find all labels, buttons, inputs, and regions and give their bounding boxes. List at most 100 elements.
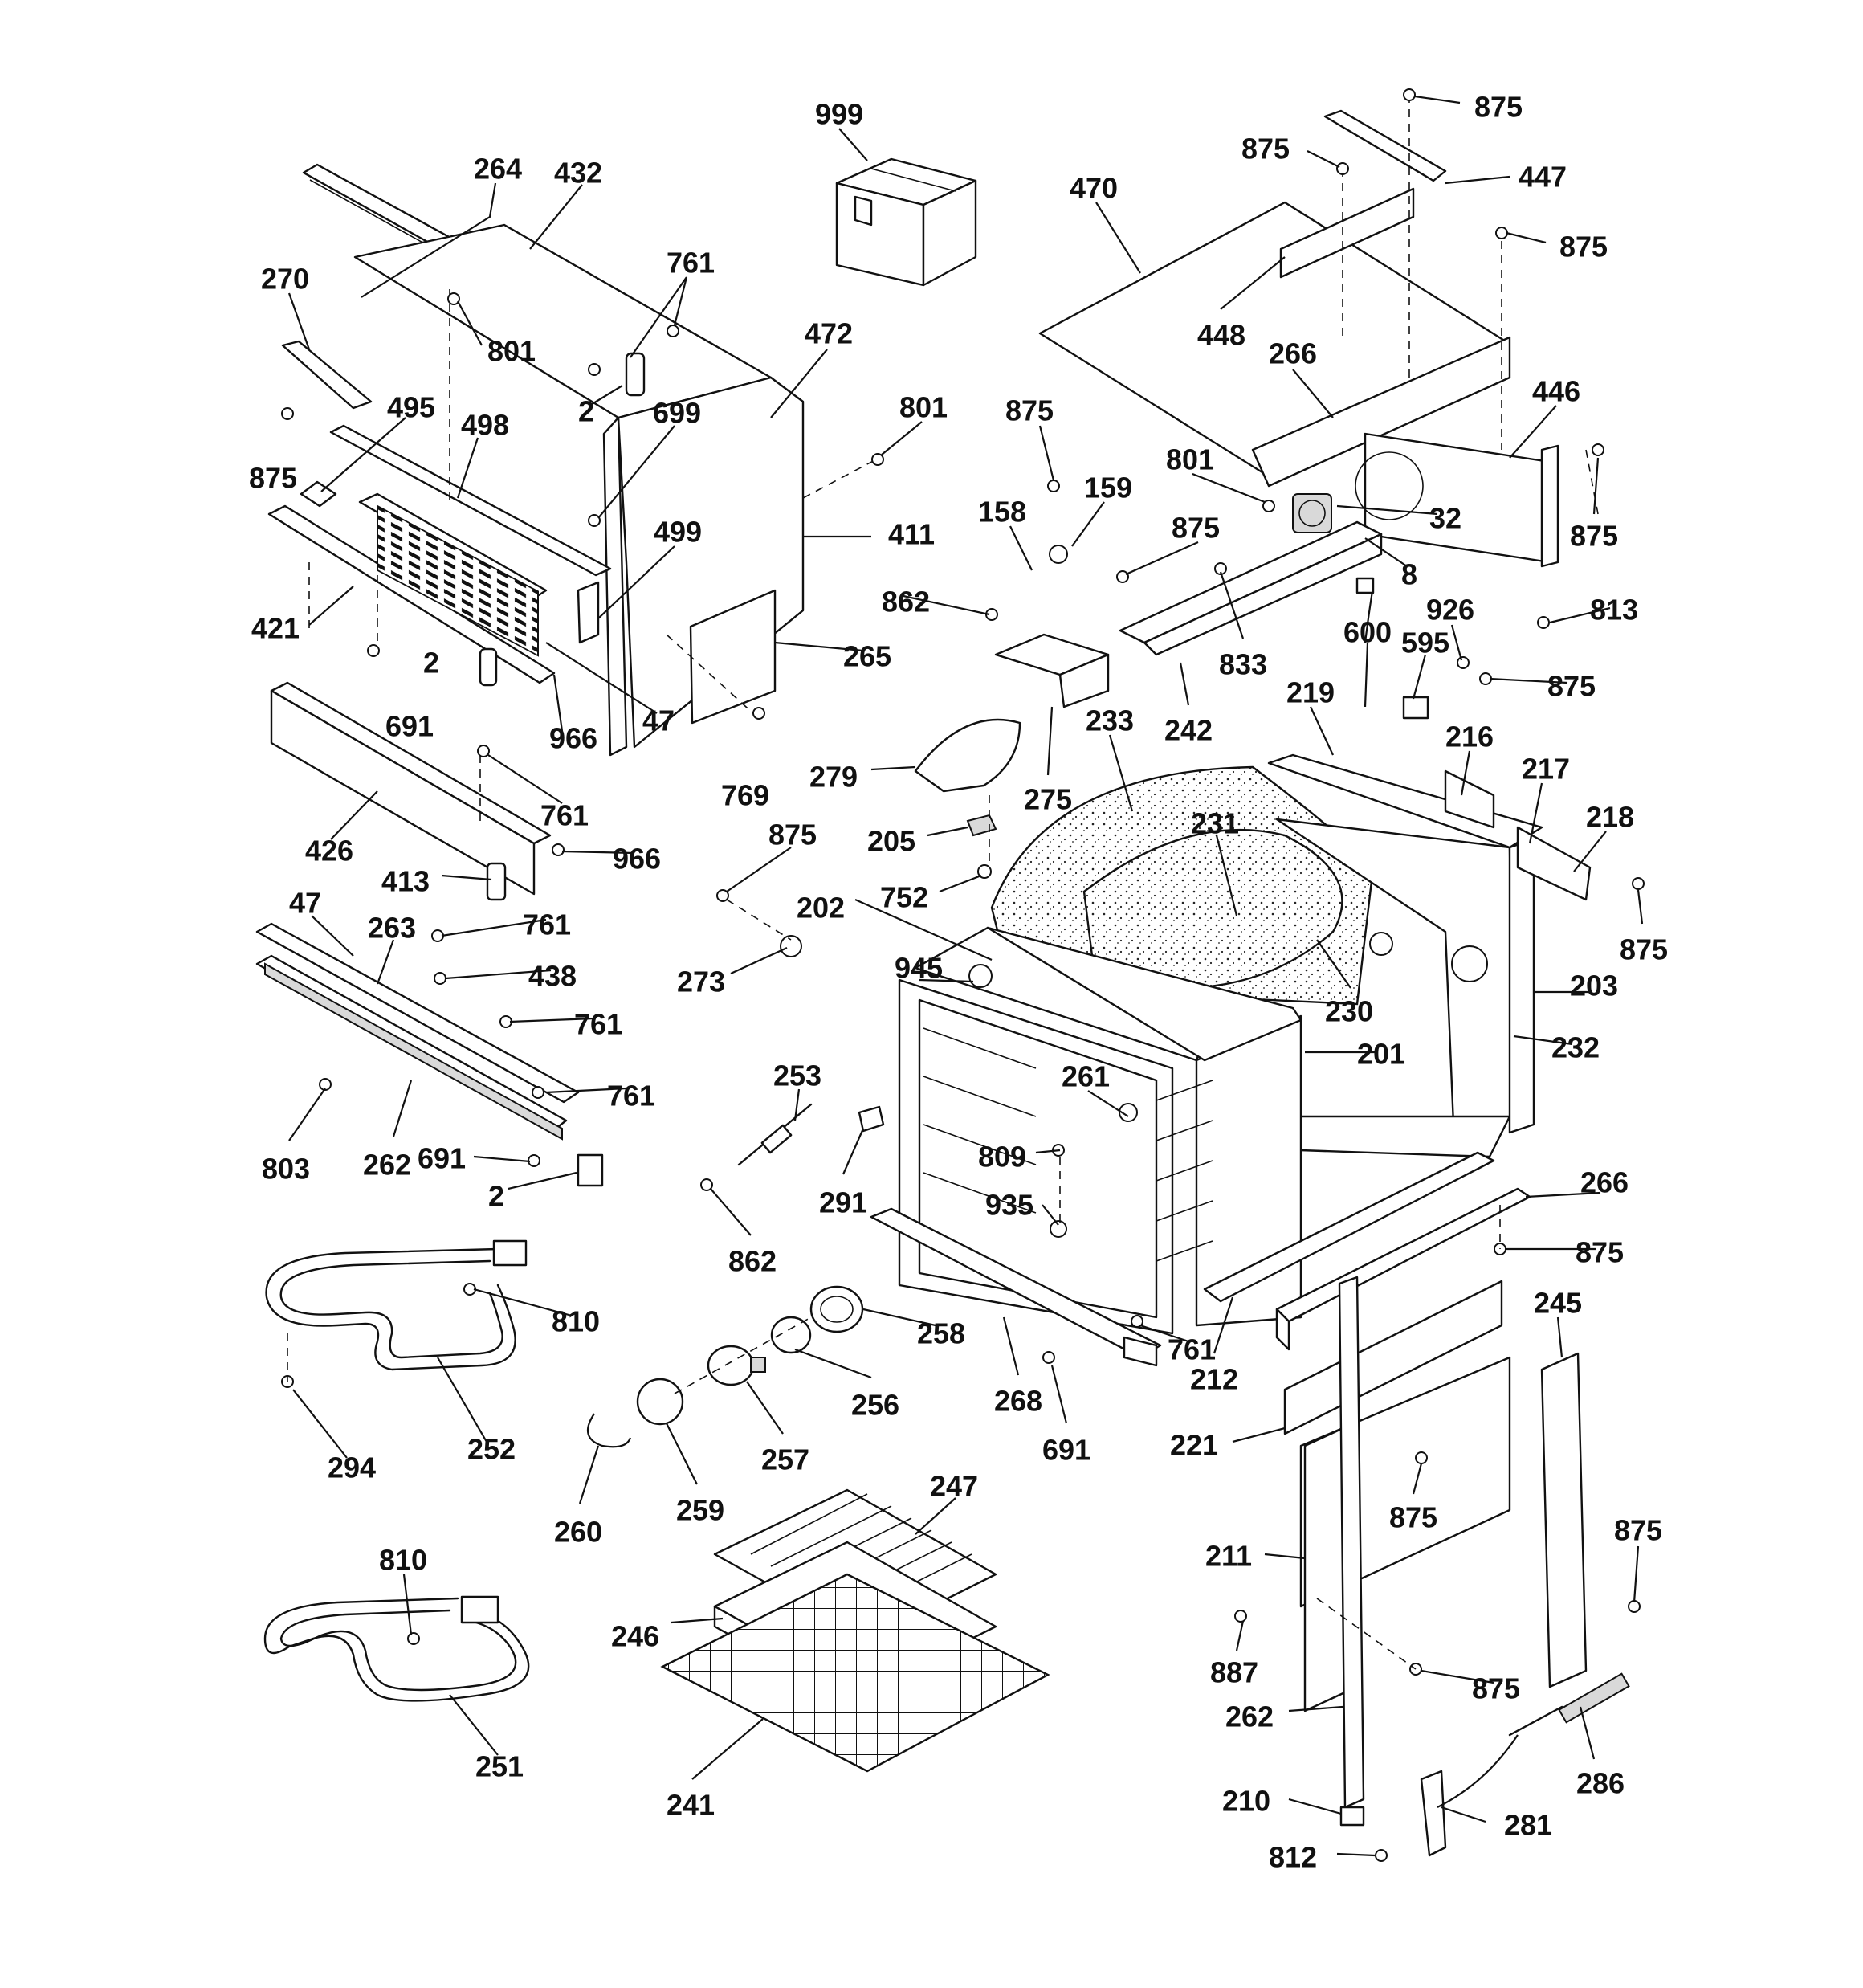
part-callout-label: 801 (1166, 443, 1214, 476)
part-callout-label: 263 (368, 912, 416, 945)
part-callout-label: 256 (851, 1389, 899, 1422)
part-callout-label: 212 (1190, 1363, 1238, 1396)
part-callout-label: 259 (676, 1494, 724, 1527)
part-callout-label: 875 (1474, 91, 1523, 124)
part-callout-label: 875 (1559, 231, 1608, 263)
part-callout-label: 862 (728, 1245, 777, 1278)
heating-elements (263, 1239, 530, 1702)
part-callout-label: 2 (423, 647, 439, 680)
part-callout-label: 219 (1286, 676, 1335, 709)
part-callout-label: 498 (461, 409, 509, 442)
part-callout-label: 231 (1191, 807, 1239, 840)
part-callout-label: 499 (654, 516, 702, 549)
part-callout-label: 875 (1172, 512, 1220, 545)
top-shield-assembly (985, 88, 1645, 890)
part-callout-label: 812 (1269, 1841, 1317, 1874)
part-callout-label: 291 (819, 1186, 867, 1219)
part-callout-label: 262 (363, 1149, 411, 1182)
part-callout-label: 251 (475, 1750, 524, 1783)
part-callout-label: 691 (418, 1142, 466, 1175)
part-callout-label: 926 (1426, 594, 1474, 627)
part-callout-label: 257 (761, 1443, 809, 1476)
part-callout-label: 966 (613, 843, 661, 876)
part-callout-label: 875 (1614, 1514, 1662, 1547)
part-callout-label: 2 (488, 1180, 504, 1213)
part-callout-label: 875 (1472, 1672, 1520, 1705)
part-callout-label: 8 (1401, 558, 1417, 591)
part-callout-label: 999 (815, 98, 863, 131)
part-callout-label: 279 (809, 761, 858, 794)
part-callout-label: 230 (1325, 995, 1373, 1028)
part-callout-label: 862 (882, 586, 930, 618)
part-callout-label: 448 (1197, 319, 1245, 352)
part-callout-label: 761 (607, 1080, 655, 1112)
part-callout-label: 233 (1086, 704, 1134, 737)
part-callout-label: 262 (1225, 1700, 1274, 1733)
part-callout-label: 447 (1519, 161, 1567, 194)
part-callout-label: 411 (888, 518, 935, 551)
part-callout-label: 286 (1576, 1767, 1625, 1800)
part-callout-label: 266 (1580, 1166, 1629, 1199)
part-callout-label: 47 (289, 887, 321, 920)
part-callout-label: 247 (930, 1470, 978, 1503)
part-callout-label: 205 (867, 825, 915, 858)
part-callout-label: 268 (994, 1385, 1042, 1418)
part-callout-label: 470 (1070, 172, 1118, 205)
part-callout-label: 245 (1534, 1287, 1582, 1320)
part-callout-label: 875 (1576, 1236, 1624, 1269)
part-callout-label: 438 (528, 960, 577, 993)
part-callout-label: 769 (721, 779, 769, 812)
part-callout-label: 246 (611, 1620, 659, 1653)
part-callout-label: 875 (1547, 670, 1596, 703)
part-callout-label: 495 (387, 391, 435, 424)
part-callout-label: 761 (523, 908, 571, 941)
part-callout-label: 935 (985, 1189, 1033, 1222)
part-callout-label: 761 (1168, 1333, 1216, 1366)
part-callout-label: 203 (1570, 970, 1618, 1002)
part-callout-label: 294 (328, 1451, 376, 1484)
part-callout-label: 413 (381, 865, 430, 898)
part-callout-label: 595 (1401, 627, 1449, 659)
literature-box-part (835, 157, 977, 287)
part-callout-label: 253 (773, 1059, 821, 1092)
part-callout-label: 241 (667, 1789, 715, 1822)
part-callout-label: 275 (1024, 783, 1072, 816)
part-callout-label: 875 (768, 818, 817, 851)
part-callout-label: 875 (1620, 933, 1668, 966)
part-callout-label: 691 (385, 710, 434, 743)
part-callout-label: 761 (574, 1008, 622, 1041)
side-panels-assembly (1234, 1187, 1641, 1862)
part-callout-label: 426 (305, 835, 353, 867)
part-callout-label: 261 (1062, 1060, 1110, 1093)
leader-lines (287, 95, 1644, 1857)
part-callout-label: 875 (249, 462, 297, 495)
part-callout-label: 801 (899, 391, 948, 424)
part-callout-label: 265 (843, 640, 891, 673)
part-callout-label: 945 (895, 952, 943, 985)
part-callout-label: 801 (487, 335, 536, 368)
control-panel-assembly (255, 163, 884, 1187)
part-callout-label: 158 (978, 496, 1026, 529)
part-callout-label: 2 (578, 395, 594, 428)
part-callout-label: 966 (549, 722, 597, 755)
part-callout-label: 875 (1005, 394, 1054, 427)
part-callout-label: 159 (1084, 471, 1132, 504)
part-callout-label: 202 (797, 892, 845, 925)
part-callout-label: 761 (540, 799, 589, 832)
part-callout-label: 210 (1222, 1785, 1270, 1818)
part-callout-label: 875 (1389, 1501, 1437, 1534)
part-callout-label: 875 (1570, 520, 1618, 553)
lamp-and-pans (586, 1285, 1050, 1773)
part-callout-label: 421 (251, 612, 300, 645)
part-callout-label: 809 (978, 1141, 1026, 1174)
part-callout-label: 761 (667, 247, 715, 280)
part-callout-label: 446 (1532, 375, 1580, 408)
part-callout-label: 260 (554, 1516, 602, 1549)
part-callout-label: 47 (642, 704, 675, 737)
part-callout-label: 691 (1042, 1434, 1090, 1467)
part-callout-label: 281 (1504, 1809, 1552, 1842)
part-callout-label: 600 (1343, 616, 1392, 649)
part-callout-label: 752 (880, 881, 928, 914)
